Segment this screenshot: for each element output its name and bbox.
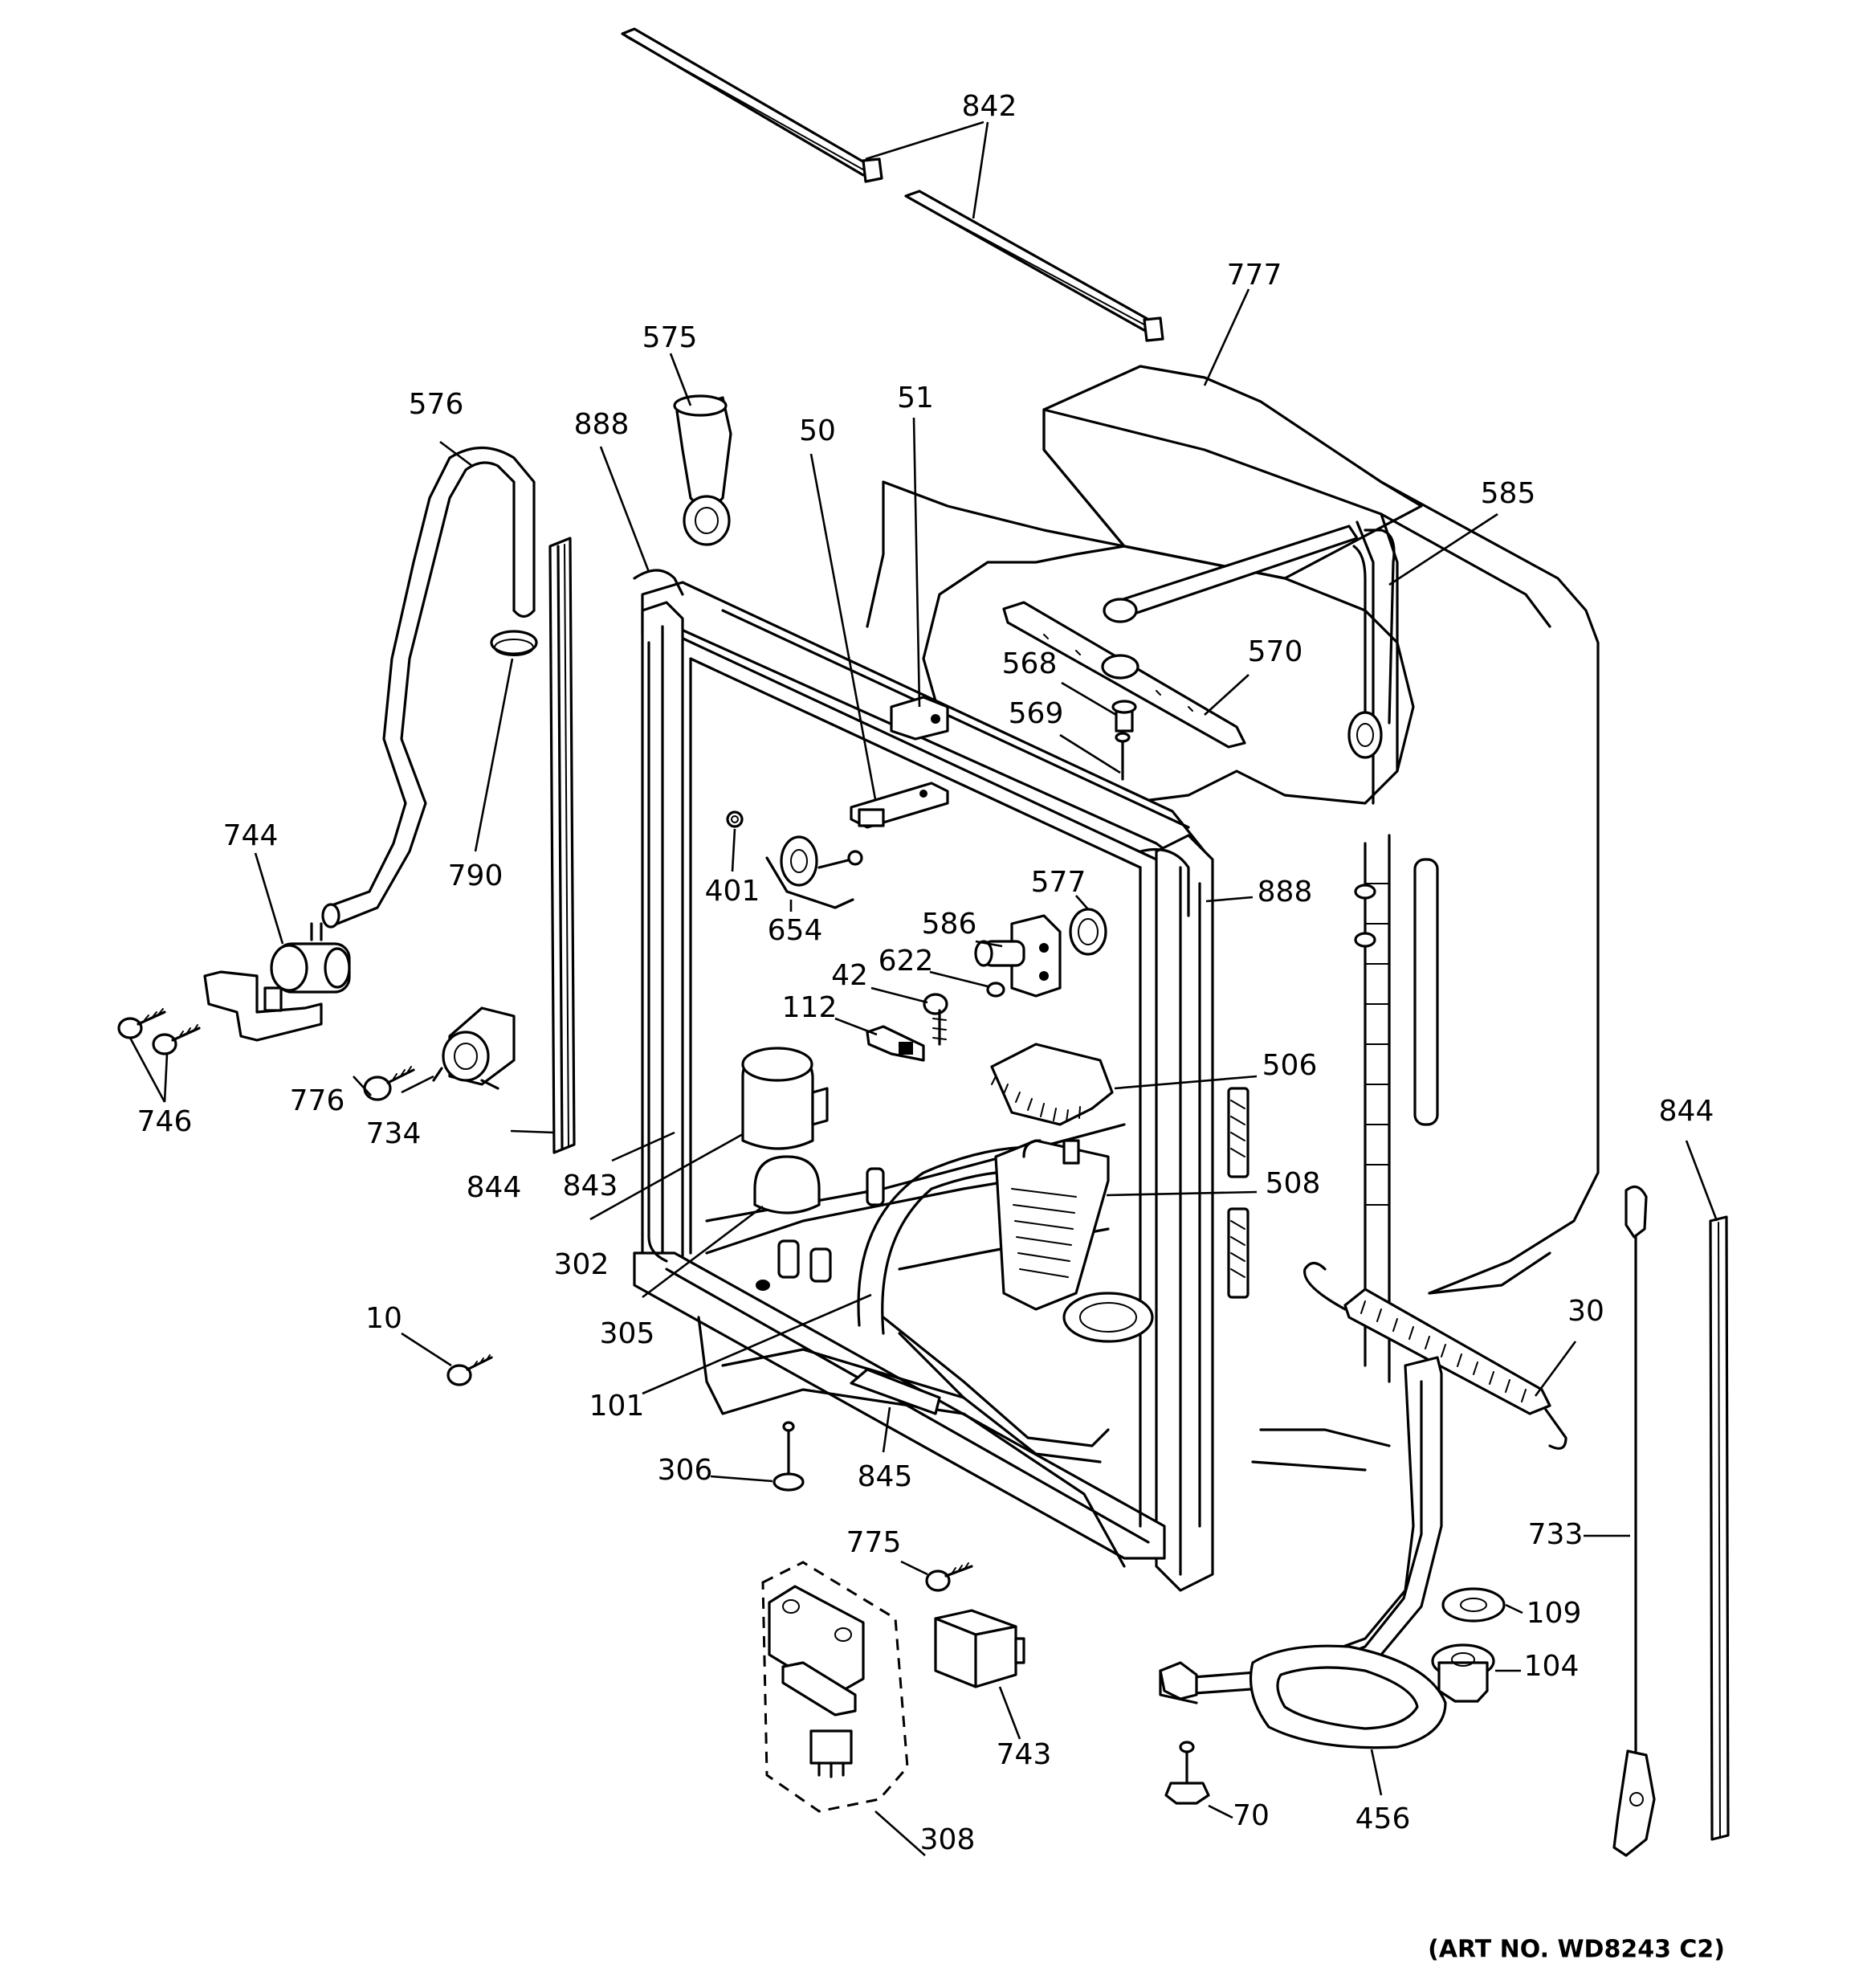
- nut-104: [1431, 1643, 1495, 1703]
- top-gasket-strip-1: [621, 27, 883, 183]
- label-790: 790: [448, 859, 503, 892]
- upper-bracket-51: [890, 696, 949, 741]
- label-775: 775: [846, 1526, 902, 1559]
- tub-outline: [1042, 365, 1600, 1383]
- door-gasket-right: [1139, 847, 1201, 1528]
- label-101: 101: [589, 1390, 645, 1423]
- screw-622: [986, 982, 1005, 998]
- hose-clamp: [490, 630, 538, 656]
- water-valve: [203, 922, 351, 1042]
- label-654: 654: [768, 914, 823, 947]
- leveling-leg-306: [773, 1421, 805, 1492]
- label-306: 306: [658, 1454, 713, 1487]
- label-843: 843: [563, 1170, 618, 1202]
- door-gasket-top-left: [633, 569, 684, 1263]
- label-508: 508: [1266, 1167, 1321, 1200]
- label-845: 845: [858, 1460, 913, 1493]
- float-switch: [432, 1006, 516, 1090]
- rack-guides-right: [1227, 1087, 1249, 1299]
- bracket-assembly-308: [761, 1561, 909, 1813]
- door-link-rod-733: [1612, 1185, 1656, 1857]
- dome-cap-305: [753, 1155, 821, 1214]
- screw-746b: [152, 1024, 201, 1055]
- label-568: 568: [1002, 647, 1058, 680]
- label-844-left: 844: [467, 1171, 522, 1204]
- label-575: 575: [642, 321, 698, 354]
- screw-775: [925, 1562, 973, 1592]
- label-569: 569: [1009, 697, 1064, 730]
- label-888-top: 888: [574, 408, 630, 441]
- label-50: 50: [799, 414, 836, 447]
- label-844-right: 844: [1659, 1095, 1714, 1128]
- side-trim-strip-right: [1709, 1215, 1730, 1841]
- fill-hose: [321, 446, 536, 929]
- motor-cover-302: [741, 1047, 829, 1150]
- vent-funnel: [673, 394, 732, 546]
- label-622: 622: [879, 945, 934, 978]
- art-number: (ART NO. WD8243 C2): [1428, 1936, 1725, 1964]
- label-104: 104: [1524, 1650, 1580, 1683]
- screw-776: [363, 1066, 415, 1101]
- label-30: 30: [1567, 1295, 1604, 1328]
- spray-arm-upper: [1002, 525, 1359, 749]
- nut-401: [726, 810, 744, 828]
- label-744: 744: [223, 819, 279, 852]
- label-576: 576: [409, 388, 464, 421]
- clip-112: [866, 1025, 925, 1062]
- label-51: 51: [897, 382, 934, 414]
- water-inlet-586: [974, 914, 1062, 998]
- rack-roller-654: [765, 835, 863, 909]
- label-42: 42: [831, 959, 868, 992]
- label-777: 777: [1227, 259, 1282, 292]
- label-401: 401: [705, 875, 760, 908]
- control-module-743: [934, 1609, 1025, 1688]
- pump-bottom: [1062, 1292, 1154, 1343]
- label-733: 733: [1528, 1518, 1584, 1551]
- front-channel-845: [850, 1368, 941, 1415]
- label-570: 570: [1248, 635, 1303, 668]
- label-585: 585: [1481, 477, 1536, 510]
- label-305: 305: [600, 1317, 655, 1350]
- washer-109: [1441, 1587, 1506, 1623]
- filter-basket-508: [994, 1139, 1110, 1311]
- label-112: 112: [782, 991, 838, 1024]
- upper-spray-tube: [1347, 529, 1396, 759]
- label-888-right: 888: [1258, 876, 1313, 908]
- label-456: 456: [1355, 1802, 1411, 1835]
- label-746: 746: [137, 1105, 193, 1138]
- label-734: 734: [366, 1117, 422, 1150]
- sump-seal-456: [1249, 1644, 1447, 1749]
- label-586: 586: [922, 908, 977, 941]
- side-trim-strip-left: [548, 537, 576, 1154]
- screw-10: [446, 1354, 493, 1386]
- leader-lines: [128, 120, 1718, 1856]
- label-308: 308: [920, 1823, 976, 1856]
- label-776: 776: [290, 1084, 345, 1117]
- label-842: 842: [962, 90, 1017, 123]
- gasket-ring-577: [1069, 908, 1107, 956]
- screw-42: [923, 993, 948, 1046]
- label-302: 302: [554, 1248, 609, 1281]
- label-10: 10: [365, 1302, 402, 1335]
- clip-50: [850, 782, 949, 829]
- label-70: 70: [1233, 1799, 1270, 1832]
- tub-posts: [756, 1167, 885, 1291]
- base-frame: [1159, 1356, 1443, 1704]
- spray-arm-screw: [1115, 732, 1131, 781]
- label-743: 743: [997, 1738, 1052, 1771]
- top-gasket-strip-2: [904, 190, 1164, 342]
- screw-746a: [117, 1008, 166, 1039]
- label-506: 506: [1262, 1049, 1318, 1082]
- label-109: 109: [1527, 1597, 1582, 1630]
- part-labels: 842 777 575 576 888 50 51 585 568 570 56…: [137, 90, 1725, 1964]
- spray-arm-bolt: [1111, 700, 1137, 733]
- leveling-leg-70: [1164, 1741, 1210, 1805]
- filter-brush-506: [990, 1043, 1114, 1126]
- label-577: 577: [1031, 866, 1086, 899]
- door-spring: [1303, 1261, 1567, 1450]
